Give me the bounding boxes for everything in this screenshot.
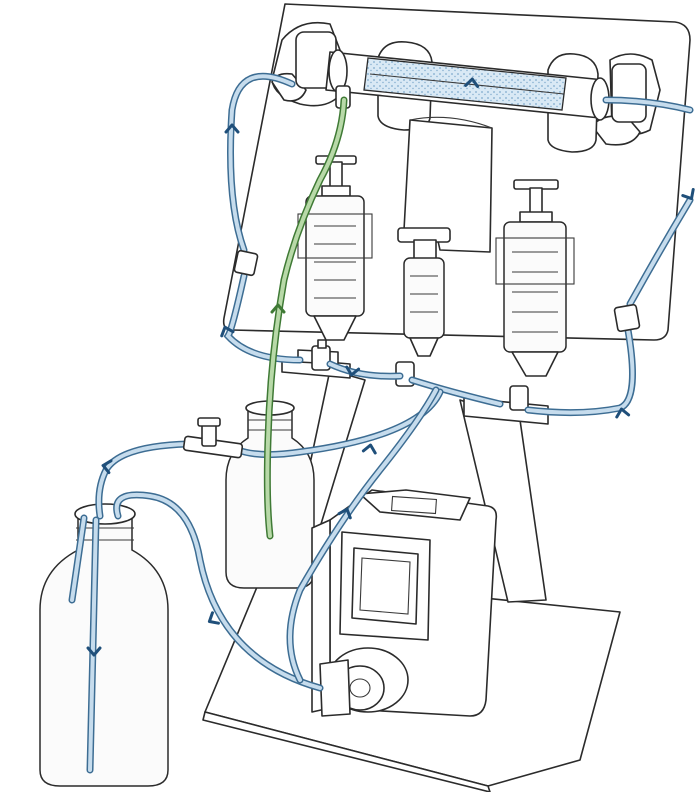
- flow-arrow-icon: [207, 611, 220, 625]
- flow-arrow-icon: [337, 507, 352, 520]
- syringe-left[interactable]: [297, 155, 373, 341]
- flow-arrow-icon: [224, 123, 240, 134]
- flow-arrow-icon: [615, 407, 631, 419]
- flow-arrow-icon: [361, 443, 377, 455]
- front-bottle: [39, 503, 169, 787]
- tubing-network: [68, 72, 694, 774]
- tube-bottle-dip-left: [68, 514, 88, 604]
- tube-bottle-to-pump: [113, 491, 324, 692]
- tube-column-outlet-right: [602, 96, 694, 114]
- connector-left[interactable]: [233, 249, 259, 277]
- sample-line-tube: [265, 98, 346, 538]
- pump-head[interactable]: [319, 647, 409, 717]
- tube-column-to-left-connector: [227, 72, 296, 254]
- stopcock-left[interactable]: [311, 339, 331, 371]
- tube-manifold-center-to-right: [408, 376, 504, 408]
- tube-right-connector-to-column: [626, 196, 694, 308]
- tube-bottle-dip-center: [86, 516, 100, 774]
- flow-arrow-icon: [101, 459, 113, 475]
- flow-arrow-icon: [270, 303, 286, 314]
- stopcock-right[interactable]: [509, 385, 529, 411]
- tube-manifold-right-out: [524, 326, 636, 417]
- flow-arrows: [86, 77, 695, 657]
- connector-right[interactable]: [613, 303, 641, 333]
- column-clamp-right[interactable]: [591, 53, 661, 146]
- flow-arrow-icon: [464, 77, 480, 89]
- tube-pump-to-manifold: [286, 386, 440, 684]
- tube-manifold-left-to-center: [326, 360, 404, 380]
- sample-line: [263, 96, 348, 540]
- flow-arrow-icon: [681, 188, 695, 201]
- tee-connector[interactable]: [182, 417, 244, 459]
- flow-arrow-icon: [345, 365, 361, 377]
- flow-arrow-icon: [220, 325, 235, 338]
- syringe-center[interactable]: [397, 227, 451, 357]
- syringe-right[interactable]: [495, 179, 575, 377]
- flow-arrow-icon: [86, 646, 102, 657]
